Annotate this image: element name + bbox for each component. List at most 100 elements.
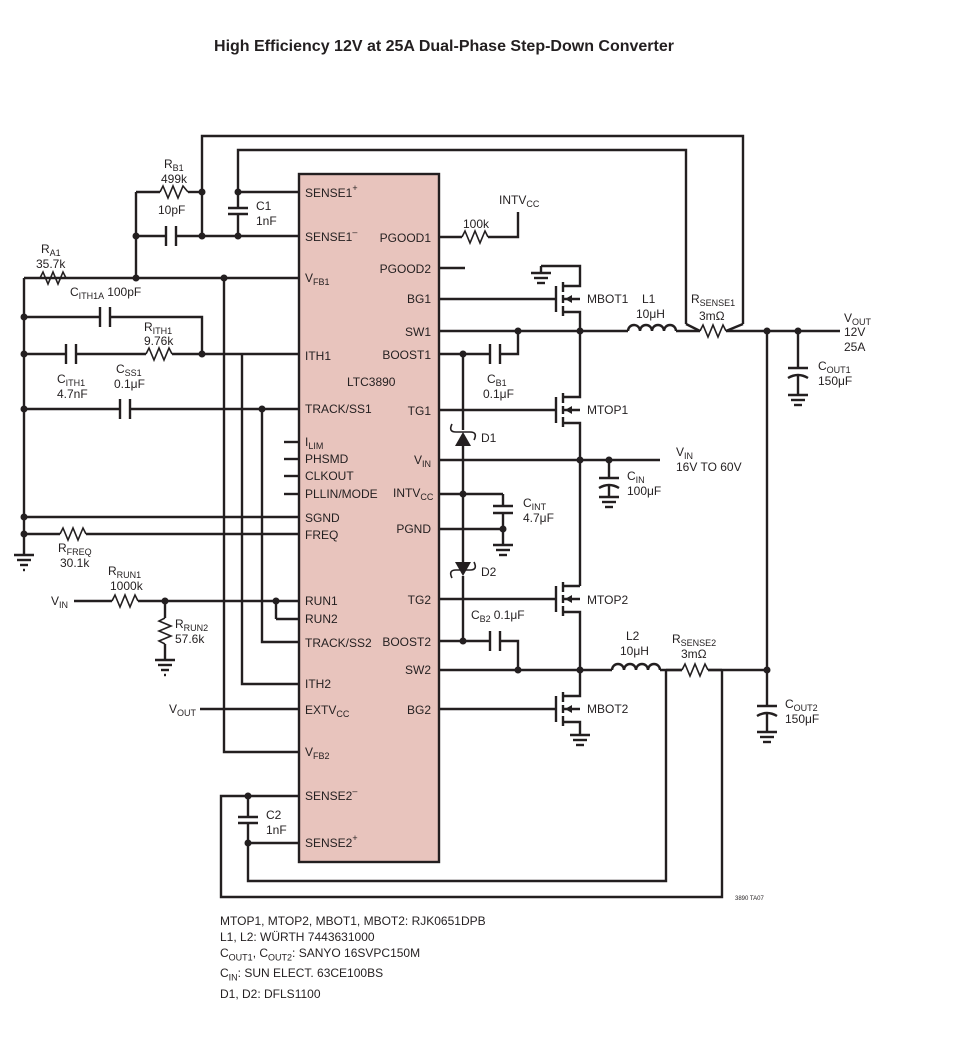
note-diodes: D1, D2: DFLS1100 [220, 986, 321, 1001]
pin-pgnd: PGND [396, 522, 431, 536]
rrun2-label: RRUN2 [175, 617, 208, 633]
note-cout: COUT1, COUT2: SANYO 16SVPC150M [220, 946, 421, 963]
cin-value: 100μF [627, 484, 661, 498]
rsense1-value: 3mΩ [699, 309, 725, 323]
rfreq-label: RFREQ [58, 541, 92, 557]
pin-sgnd: SGND [305, 511, 340, 525]
ic-body [297, 172, 441, 864]
cb1-label: CB1 [487, 372, 507, 388]
pin-track-ss1: TRACK/SS1 [305, 402, 372, 416]
l2-label: L2 [626, 629, 640, 643]
rrun2-value: 57.6k [175, 632, 205, 646]
pin-intvcc: INTVCC [393, 486, 434, 502]
cith1-label: CITH1 [57, 372, 85, 388]
vout-voltage: 12V [844, 325, 865, 339]
pin-pllin-mode: PLLIN/MODE [305, 487, 378, 501]
ra1-value: 35.7k [36, 257, 66, 271]
pin-sense2-minus: SENSE2– [305, 786, 357, 803]
rith1-label: RITH1 [144, 320, 172, 336]
mbot1-label: MBOT1 [587, 292, 629, 306]
pin-phsmd: PHSMD [305, 452, 349, 466]
r100k-label: 100k [463, 217, 490, 231]
d2-label: D2 [481, 565, 497, 579]
pin-run2: RUN2 [305, 612, 338, 626]
left-junctions [20, 188, 280, 847]
vin-range: 16V TO 60V [676, 460, 742, 474]
pin-sense1-plus: SENSE1+ [305, 183, 358, 200]
rrun1-value: 1000k [110, 579, 144, 593]
pin-pgood2: PGOOD2 [380, 262, 432, 276]
pin-sense1-minus: SENSE1– [305, 227, 357, 244]
pin-ith1: ITH1 [305, 349, 331, 363]
intvcc-label: INTVCC [499, 193, 540, 209]
cout1-label: COUT1 [818, 359, 851, 375]
c1-value: 1nF [256, 214, 277, 228]
mtop1-label: MTOP1 [587, 403, 628, 417]
vin-right-label: VIN [676, 445, 693, 461]
rfreq-value: 30.1k [60, 556, 90, 570]
ic-name: LTC3890 [347, 375, 396, 389]
pin-extvcc: EXTVCC [305, 703, 350, 719]
cint-label: CINT [523, 496, 547, 512]
pin-tg1: TG1 [408, 404, 432, 418]
pin-bg1: BG1 [407, 292, 431, 306]
mtop2-label: MTOP2 [587, 593, 628, 607]
css1-label: CSS1 [116, 362, 142, 378]
note-cin: CIN: SUN ELECT. 63CE100BS [220, 966, 384, 983]
rb1-label: RB1 [164, 157, 184, 173]
pin-clkout: CLKOUT [305, 469, 354, 483]
figure-code: 3890 TA07 [735, 896, 764, 902]
css1-value: 0.1μF [114, 377, 145, 391]
cout2-value: 150μF [785, 712, 819, 726]
vout-label: VOUT [844, 311, 872, 327]
c10pf-label: 10pF [158, 203, 185, 217]
pin-vfb1: VFB1 [305, 271, 330, 287]
cout1-value: 150μF [818, 374, 852, 388]
c2-label: C2 [266, 808, 282, 822]
rsense2-value: 3mΩ [681, 647, 707, 661]
pin-run1: RUN1 [305, 594, 338, 608]
pin-sense2-plus: SENSE2+ [305, 833, 358, 850]
pin-boost2: BOOST2 [382, 635, 431, 649]
c1-label: C1 [256, 199, 272, 213]
pin-pgood1: PGOOD1 [380, 231, 432, 245]
pin-bg2: BG2 [407, 703, 431, 717]
l1-value: 10μH [636, 307, 665, 321]
vout-left-label: VOUT [169, 702, 197, 718]
page-title: High Efficiency 12V at 25A Dual-Phase St… [214, 38, 674, 55]
vout-current: 25A [844, 340, 865, 354]
d1-label: D1 [481, 431, 497, 445]
cin-label: CIN [627, 469, 645, 485]
pin-track-ss2: TRACK/SS2 [305, 636, 372, 650]
note-mosfets: MTOP1, MTOP2, MBOT1, MBOT2: RJK0651DPB [220, 914, 486, 928]
c2-value: 1nF [266, 823, 287, 837]
pin-sw2: SW2 [405, 663, 431, 677]
pin-freq: FREQ [305, 528, 338, 542]
pin-ilim: ILIM [305, 435, 323, 451]
mbot2-label: MBOT2 [587, 702, 629, 716]
pin-ith2: ITH2 [305, 677, 331, 691]
rith1-value: 9.76k [144, 334, 174, 348]
rb1-value: 499k [161, 172, 188, 186]
cint-value: 4.7μF [523, 511, 554, 525]
pin-boost1: BOOST1 [382, 348, 431, 362]
l1-label: L1 [642, 292, 656, 306]
pin-sw1: SW1 [405, 325, 431, 339]
component-notes: MTOP1, MTOP2, MBOT1, MBOT2: RJK0651DPB L… [220, 913, 486, 1002]
cith1-value: 4.7nF [57, 387, 88, 401]
rsense1-label: RSENSE1 [691, 292, 735, 308]
right-junctions [459, 327, 802, 674]
pin-vin: VIN [414, 453, 431, 469]
rsense2-label: RSENSE2 [672, 632, 716, 648]
l2-value: 10μH [620, 644, 649, 658]
note-inductors: L1, L2: WÜRTH 7443631000 [220, 930, 375, 944]
pin-vfb2: VFB2 [305, 745, 330, 761]
left-wiring [14, 134, 745, 899]
rrun1-label: RRUN1 [108, 564, 141, 580]
vin-left-label: VIN [51, 594, 68, 610]
cout2-label: COUT2 [785, 697, 818, 713]
ra1-label: RA1 [41, 242, 61, 258]
